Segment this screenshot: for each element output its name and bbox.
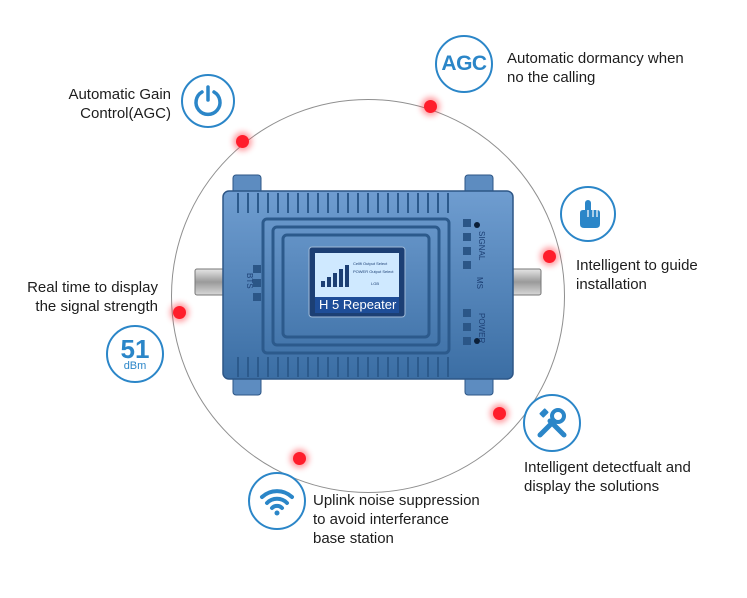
feature-noise-line1: Uplink noise suppression bbox=[313, 492, 480, 509]
port-label-ms: MS bbox=[475, 277, 484, 289]
feature-agc-label: Automatic Gain Control(AGC) bbox=[0, 85, 171, 123]
port-label-bts: BTS bbox=[245, 273, 254, 289]
touch-hand-icon bbox=[560, 186, 616, 242]
marker-dot bbox=[543, 250, 556, 263]
feature-agc-line1: Automatic Gain bbox=[68, 86, 171, 103]
dbm-badge-icon: 51 dBm bbox=[106, 325, 164, 383]
wifi-icon bbox=[248, 472, 306, 530]
lcd-line-1: Cellfi Output Select bbox=[353, 261, 388, 266]
marker-dot bbox=[424, 100, 437, 113]
marker-dot bbox=[493, 407, 506, 420]
feature-signal-label: Real time to display the signal strength bbox=[0, 278, 158, 316]
lcd-line-2: POWER Output Select bbox=[353, 269, 394, 274]
feature-signal-line1: Real time to display bbox=[27, 279, 158, 296]
feature-dormancy-line2: no the calling bbox=[507, 69, 596, 86]
feature-install-line1: Intelligent to guide bbox=[576, 257, 698, 274]
feature-dormancy-label: Automatic dormancy when no the calling bbox=[507, 49, 727, 87]
feature-install-line2: installation bbox=[576, 276, 647, 293]
feature-install-label: Intelligent to guide installation bbox=[576, 256, 736, 294]
feature-fault-line2: display the solutions bbox=[524, 478, 660, 495]
repeater-device: Cellfi Output Select POWER Output Select… bbox=[194, 174, 542, 396]
feature-ring bbox=[171, 99, 565, 493]
side-label-signal: SIGNAL bbox=[477, 231, 486, 261]
feature-dormancy-line1: Automatic dormancy when bbox=[507, 50, 684, 67]
dbm-unit: dBm bbox=[123, 359, 147, 372]
power-icon bbox=[181, 74, 235, 128]
tools-icon bbox=[523, 394, 581, 452]
agc-badge-icon: AGC bbox=[435, 35, 493, 93]
feature-fault-line1: Intelligent detectfualt and bbox=[524, 459, 691, 476]
marker-dot bbox=[173, 306, 186, 319]
dbm-value: 51 bbox=[120, 333, 150, 364]
feature-fault-label: Intelligent detectfualt and display the … bbox=[524, 458, 734, 496]
lcd-line-3: LGB bbox=[371, 281, 379, 286]
feature-agc-line2: Control(AGC) bbox=[80, 105, 171, 122]
feature-noise-line2: to avoid interferance bbox=[313, 511, 449, 528]
feature-signal-line2: the signal strength bbox=[35, 298, 158, 315]
feature-noise-label: Uplink noise suppression to avoid interf… bbox=[313, 491, 533, 548]
side-label-power: POWER bbox=[477, 313, 486, 343]
marker-dot bbox=[293, 452, 306, 465]
agc-badge-text: AGC bbox=[441, 52, 487, 75]
feature-noise-line3: base station bbox=[313, 530, 394, 547]
marker-dot bbox=[236, 135, 249, 148]
screen-title: H 5 Repeater bbox=[319, 297, 397, 312]
